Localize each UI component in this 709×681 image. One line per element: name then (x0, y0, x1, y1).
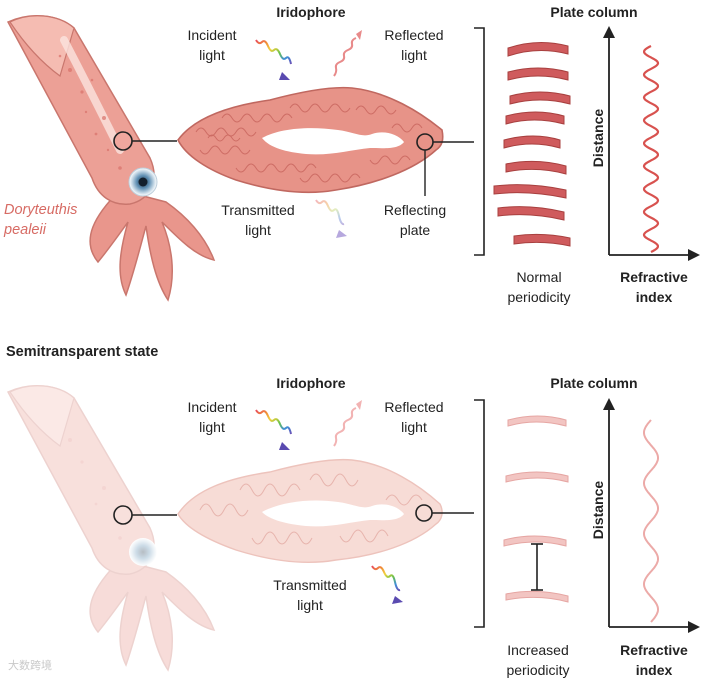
transmitted-arrow-icon (315, 199, 347, 238)
refractive-index-axes (603, 26, 700, 261)
reflected-arrow-icon (333, 400, 362, 447)
iridophore-cell (177, 86, 444, 194)
plate-column (493, 42, 571, 247)
plate-column-label: Plate column (550, 4, 638, 20)
periodicity-label: Increased periodicity (506, 642, 570, 678)
refractive-index-wave (642, 45, 660, 253)
iridophore-label: Iridophore (276, 4, 346, 20)
x-axis-label: Refractive index (620, 269, 688, 305)
transmitted-light-label: Transmitted light (273, 577, 347, 613)
squid-highlight (60, 36, 124, 154)
iridophore-label: Iridophore (276, 375, 346, 391)
periodicity-marker (531, 543, 543, 591)
squid-tentacles (89, 189, 216, 302)
y-axis-label: Distance (590, 480, 606, 540)
x-axis-label: Refractive index (620, 642, 688, 678)
y-axis-label: Distance (590, 108, 606, 168)
refractive-index-wave (643, 419, 659, 623)
reflected-light-label: Reflected light (384, 399, 444, 435)
transmitted-arrow-icon (371, 565, 403, 604)
plate-column-bracket (474, 399, 485, 628)
watermark: 大数跨境 (8, 660, 52, 672)
species-name-line1: Doryteuthis (4, 202, 78, 218)
magnifier-circle-icon (113, 131, 133, 151)
reflected-arrow-icon (333, 30, 362, 77)
plate-column-faded (503, 415, 569, 603)
plate-column-bracket (474, 27, 485, 256)
squid-illustration (6, 15, 216, 302)
species-name-line2: pealeii (4, 222, 46, 238)
periodicity-label: Normal periodicity (507, 269, 571, 305)
transmitted-light-label: Transmitted light (221, 202, 295, 238)
iridophore-cell-faded (177, 458, 443, 564)
rainbow-arrow-icon (255, 39, 292, 80)
refractive-index-axes (603, 398, 700, 633)
reflecting-plate-label: Reflecting plate (383, 202, 447, 238)
reflected-light-label: Reflected light (384, 27, 444, 63)
plate-column-label: Plate column (550, 375, 638, 391)
incident-light-label: Incident light (187, 27, 237, 63)
rainbow-arrow-icon (255, 409, 292, 450)
incident-light-label: Incident light (187, 399, 237, 435)
cell-nucleus (262, 128, 404, 155)
squid-illustration-faded (6, 385, 216, 672)
section-heading: Semitransparent state (6, 344, 159, 360)
